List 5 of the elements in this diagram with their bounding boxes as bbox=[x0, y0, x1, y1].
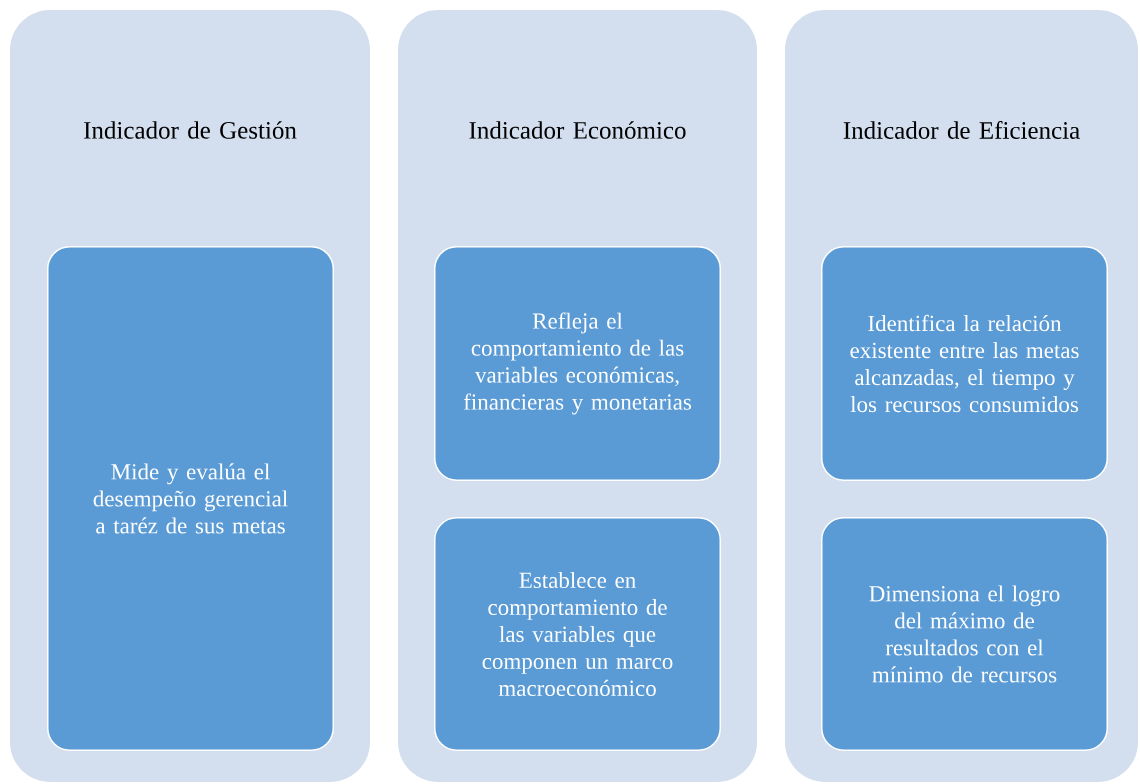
text-box: Refleja el comportamiento de las variables económicas, financieras y monetarias bbox=[434, 246, 721, 481]
text-box: Dimensiona el logro del máximo de resultados con el mínimo de recursos bbox=[821, 517, 1108, 751]
text-box: Mide y evalúa el desempeño gerencial a taréz de sus metas bbox=[47, 246, 334, 751]
text-box: Identifica la relación existente entre las metas alcanzadas, el tiempo y los recursos consumidos bbox=[821, 246, 1108, 481]
text-box: Establece en comportamiento de las variables que componen un marco macroeconómico bbox=[434, 517, 721, 751]
